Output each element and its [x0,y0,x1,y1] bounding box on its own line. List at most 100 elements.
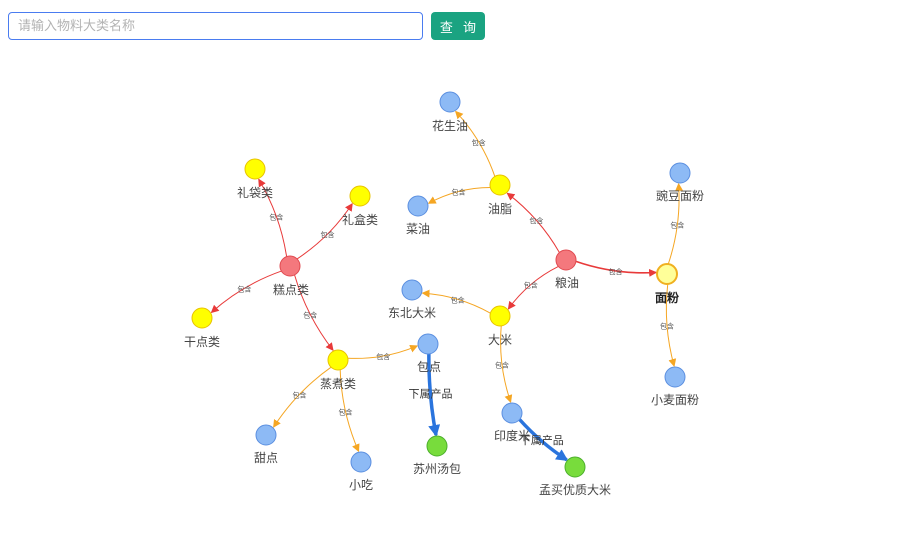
edge-label: 包含 [670,221,684,230]
edge-zhengzhulei-tiandian[interactable] [273,366,332,428]
edge-label: 包含 [451,295,465,304]
edge-gaodianlei-lidailei[interactable] [258,178,288,257]
node-gaodianlei[interactable]: 糕点类 [273,255,309,297]
node-circle[interactable] [191,307,213,329]
node-yindumi[interactable]: 印度米 [494,402,530,443]
edge-zhengzhulei-xiaochi[interactable] [339,369,360,453]
node-label: 小麦面粉 [651,393,699,407]
node-label: 油脂 [488,201,512,216]
node-circle[interactable] [327,349,349,371]
edge-mianfen-xiaomaimianfen[interactable] [665,283,677,367]
node-label: 面粉 [655,290,679,305]
edge-label: 包含 [320,230,334,239]
node-label: 包点 [417,360,441,374]
node-baodian[interactable]: 包点 [417,333,441,374]
node-circle[interactable] [255,424,277,446]
node-circle[interactable] [350,451,372,473]
node-mengmaiyouzhidami[interactable]: 孟买优质大米 [539,456,611,497]
node-gandianlei[interactable]: 干点类 [184,307,220,349]
edge-liangyou-youzhi[interactable] [506,192,560,253]
edge-label: 包含 [303,310,317,319]
edge-label: 包含 [376,352,390,361]
node-label: 礼袋类 [237,185,273,200]
edge-label: 包含 [495,360,509,369]
node-label: 苏州汤包 [413,462,461,476]
node-circle[interactable] [417,333,439,355]
node-lidailei[interactable]: 礼袋类 [237,158,273,200]
node-xiaomaimianfen[interactable]: 小麦面粉 [651,366,699,407]
node-label: 大米 [488,333,512,347]
edge-liangyou-dami[interactable] [507,266,559,310]
edge-label: 包含 [524,281,538,290]
node-circle[interactable] [664,366,686,388]
node-label: 印度米 [494,428,530,443]
search-bar: 查 询 [8,12,485,40]
node-huashengyou[interactable]: 花生油 [432,91,468,133]
node-circle[interactable] [349,185,371,207]
edge-youzhi-huashengyou[interactable] [454,110,496,177]
node-label: 蒸煮类 [320,377,356,391]
edge-mianfen-wandoumianfen[interactable] [667,182,684,265]
edge-label: 包含 [237,284,251,293]
search-button[interactable]: 查 询 [431,12,485,40]
search-input[interactable] [8,12,423,40]
node-wandoumianfen[interactable]: 豌豆面粉 [656,162,704,203]
node-circle[interactable] [279,255,301,277]
edge-label: 包含 [660,321,674,330]
node-label: 糕点类 [273,283,309,297]
edge-label: 包含 [292,390,306,399]
node-label: 菜油 [406,222,430,236]
edge-label: 包含 [338,407,352,416]
edge-youzhi-caiyou[interactable] [427,186,491,204]
node-circle[interactable] [439,91,461,113]
edge-label: 包含 [451,188,465,197]
node-liangyou[interactable]: 粮油 [555,249,579,290]
node-label: 小吃 [349,478,373,492]
edge-dami-yindumi[interactable] [500,325,513,404]
node-circle[interactable] [426,435,448,457]
edge-label: 包含 [529,216,543,225]
node-label: 豌豆面粉 [656,188,704,203]
edge-label: 包含 [269,213,283,222]
node-label: 礼盒类 [342,212,378,227]
edge-gaodianlei-lihelei[interactable] [296,202,353,260]
edge-gaodianlei-zhengzhulei[interactable] [294,274,334,351]
node-label: 甜点 [254,451,278,465]
node-circle[interactable] [489,174,511,196]
node-circle[interactable] [555,249,577,271]
edge-zhengzhulei-baodian[interactable] [347,344,419,359]
edge-label: 包含 [608,267,622,276]
node-mianfen[interactable]: 面粉 [655,263,679,305]
edge-label: 包含 [472,138,486,147]
edge-liangyou-mianfen[interactable] [575,260,658,277]
edge-dami-dongbeidami[interactable] [421,289,491,314]
node-suzhoutangbao[interactable]: 苏州汤包 [413,435,461,476]
node-zhengzhulei[interactable]: 蒸煮类 [320,349,356,391]
node-label: 东北大米 [388,306,436,320]
node-circle[interactable] [564,456,586,478]
node-circle[interactable] [407,195,429,217]
node-circle[interactable] [656,263,678,285]
edge-label: 下属产品 [520,433,564,447]
node-circle[interactable] [401,279,423,301]
node-dami[interactable]: 大米 [488,305,512,347]
node-circle[interactable] [501,402,523,424]
node-caiyou[interactable]: 菜油 [406,195,430,236]
edge-gaodianlei-gandianlei[interactable] [210,270,282,314]
node-circle[interactable] [489,305,511,327]
node-youzhi[interactable]: 油脂 [488,174,512,216]
node-dongbeidami[interactable]: 东北大米 [388,279,436,320]
node-lihelei[interactable]: 礼盒类 [342,185,378,227]
node-xiaochi[interactable]: 小吃 [349,451,373,492]
node-label: 干点类 [184,335,220,349]
node-circle[interactable] [244,158,266,180]
node-label: 花生油 [432,118,468,133]
edge-label: 下属产品 [408,387,452,401]
node-tiandian[interactable]: 甜点 [254,424,278,465]
edge-baodian-suzhoutangbao[interactable] [427,353,441,438]
node-circle[interactable] [669,162,691,184]
edge-yindumi-mengmaiyouzhidami[interactable] [518,418,569,462]
